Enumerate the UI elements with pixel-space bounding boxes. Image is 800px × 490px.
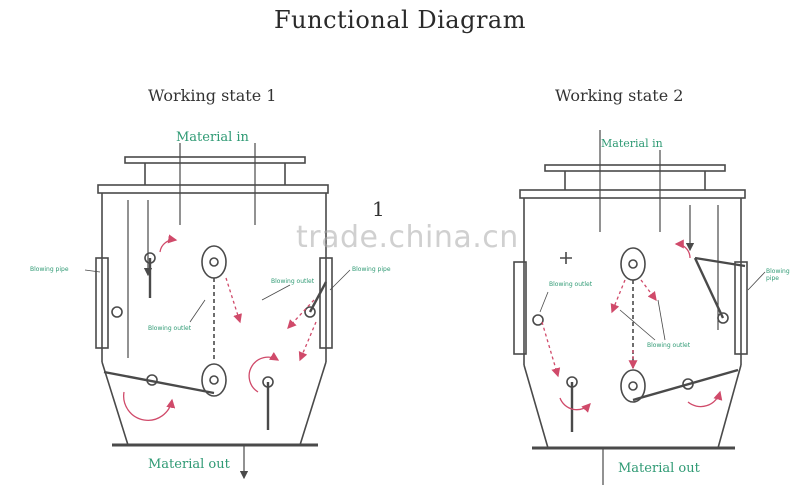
upper-flap-right-top xyxy=(694,256,746,268)
inlet-flange xyxy=(124,156,306,164)
blowing-pipe-label: Blowing pipe xyxy=(352,266,391,273)
flap-pivot xyxy=(144,252,156,264)
material-out-label: Material out xyxy=(618,461,700,476)
center-valve-bottom xyxy=(201,363,227,397)
watermark-text: trade.china.cn xyxy=(296,220,519,255)
blowing-outlet-label: Blowing outlet xyxy=(148,325,192,332)
flap-pivot xyxy=(262,376,274,388)
material-in-label: Material in xyxy=(176,130,249,145)
center-valve-top xyxy=(201,245,227,279)
air-flow-arrow xyxy=(640,279,657,302)
air-flow-arrow xyxy=(541,321,561,378)
blowing-pipe-left xyxy=(95,257,109,349)
stray-mark: 1 xyxy=(372,197,385,221)
flap-pivot xyxy=(304,306,316,318)
state-2-machine xyxy=(513,130,766,485)
flap-pivot xyxy=(111,306,123,318)
cone-right xyxy=(717,364,742,449)
air-flow-arrow xyxy=(287,299,315,329)
rotation-arrow xyxy=(248,352,280,393)
leader-line xyxy=(657,299,666,341)
cone-left xyxy=(101,361,129,446)
flap-pivot xyxy=(682,378,694,390)
flap-pivot xyxy=(566,376,578,388)
state-1-machine xyxy=(84,143,351,480)
air-flow-arrow xyxy=(225,277,242,324)
center-valve-bottom-hub xyxy=(209,375,219,385)
blowing-pipe-label: Blowing pipe xyxy=(766,268,790,282)
blowing-outlet-label: Blowing outlet xyxy=(271,278,315,285)
leader-line xyxy=(329,269,351,291)
leader-line xyxy=(84,269,101,273)
center-valve-top-hub xyxy=(209,257,219,267)
lower-flap-right xyxy=(632,368,739,402)
rotation-arrow xyxy=(674,239,691,259)
leader-line xyxy=(747,271,766,291)
blowing-outlet-label: Blowing outlet xyxy=(549,281,593,288)
air-flow-arrow xyxy=(298,321,317,362)
blowing-pipe-left xyxy=(513,261,527,355)
top-plate xyxy=(519,189,746,199)
upper-flap-right xyxy=(308,281,328,313)
diagram-title: Functional Diagram xyxy=(274,6,526,34)
material-in-label: Material in xyxy=(601,137,663,150)
state-1-flow-arrows xyxy=(123,234,317,421)
working-state-2-label: Working state 2 xyxy=(555,86,684,105)
rotation-arrow xyxy=(687,390,723,408)
center-valve-top xyxy=(620,247,646,281)
center-valve-top-hub xyxy=(628,259,638,269)
flap-pivot xyxy=(532,314,544,326)
leader-line xyxy=(539,291,549,313)
material-out-label: Material out xyxy=(148,457,230,472)
upper-flap-right xyxy=(693,257,725,319)
top-plate xyxy=(97,184,329,194)
rotation-arrow xyxy=(123,391,176,421)
valve-cross xyxy=(560,252,572,264)
working-state-1-label: Working state 1 xyxy=(148,86,277,105)
center-valve-bottom xyxy=(620,369,646,403)
blowing-pipe-label: Blowing pipe xyxy=(30,266,69,273)
rotation-arrow xyxy=(559,397,591,413)
cone-right xyxy=(299,361,327,446)
rotation-arrow xyxy=(159,234,178,253)
leader-line xyxy=(619,309,656,341)
air-flow-arrow xyxy=(610,279,626,314)
lower-flap-left xyxy=(103,370,215,395)
center-valve-bottom-hub xyxy=(628,381,638,391)
leader-line xyxy=(261,284,291,301)
state-2-flow-arrows xyxy=(541,239,723,413)
blowing-pipe-right xyxy=(734,261,748,355)
flap-pivot xyxy=(146,374,158,386)
leader-line xyxy=(189,299,206,323)
blowing-pipe-right xyxy=(319,257,333,349)
cone-left xyxy=(523,364,549,449)
blowing-outlet-label: Blowing outlet xyxy=(647,342,691,349)
inlet-flange xyxy=(544,164,726,172)
